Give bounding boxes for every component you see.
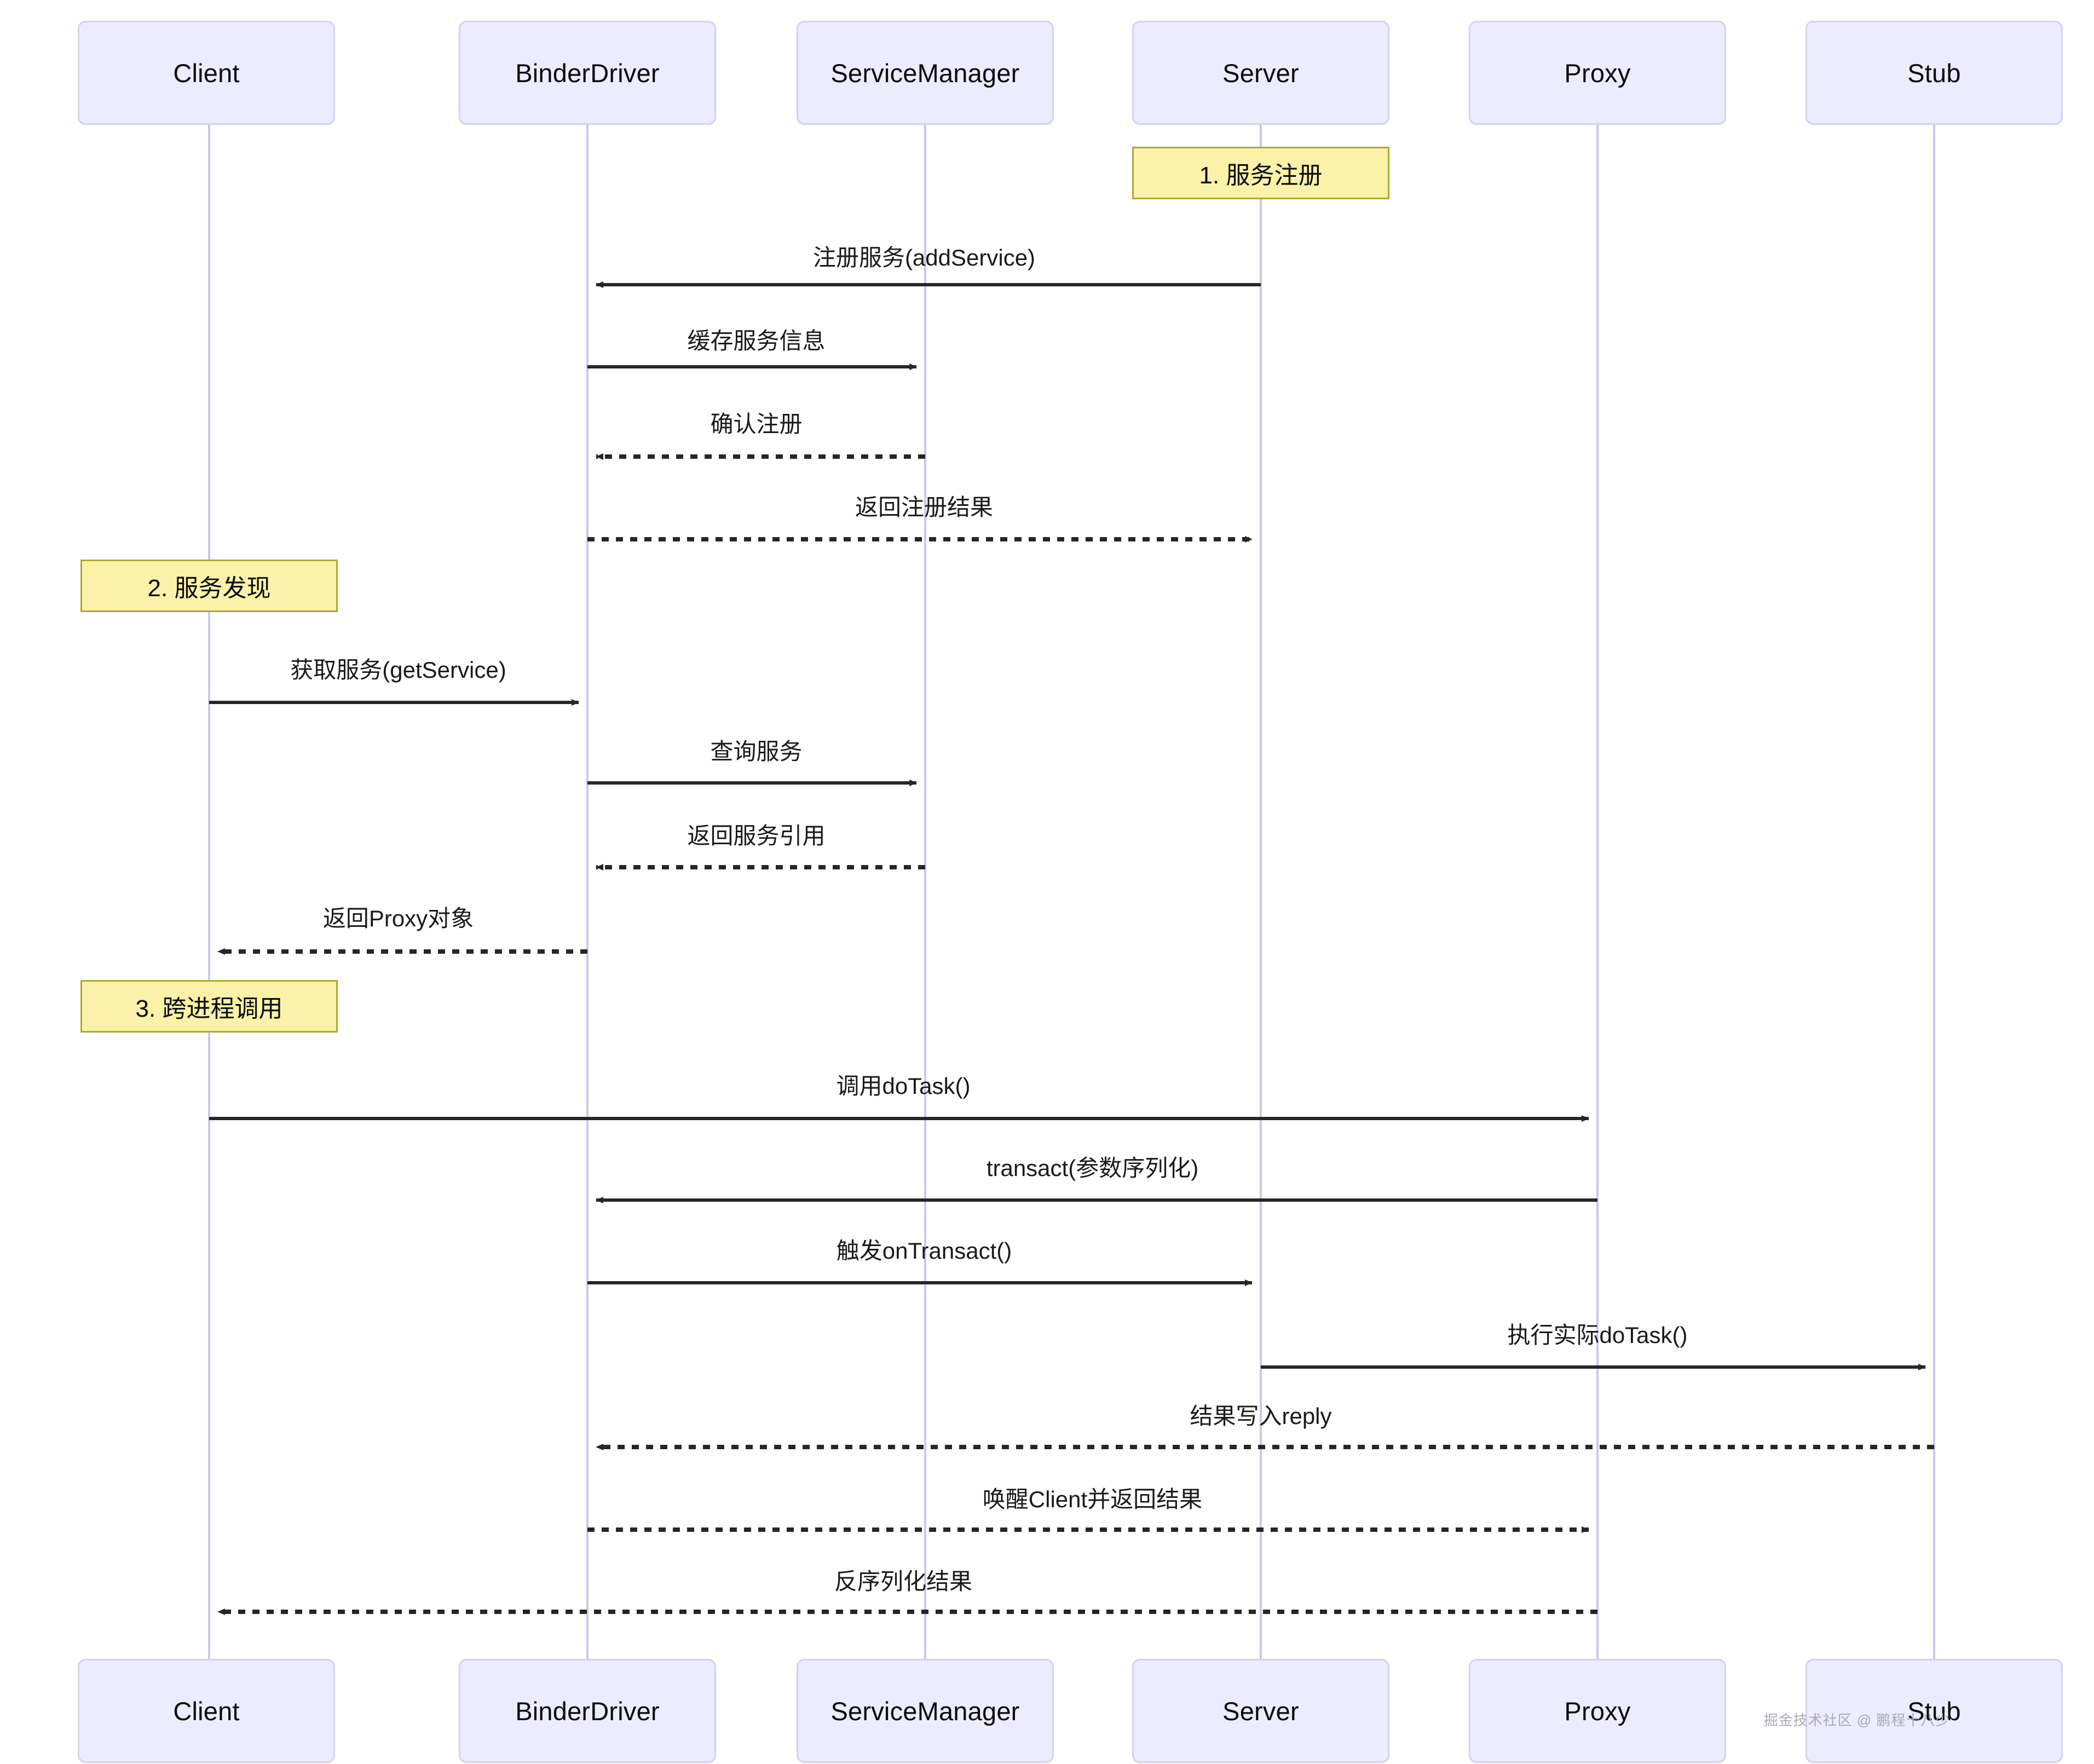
message-label-m6: 查询服务	[710, 739, 803, 764]
message-label-m13: 结果写入reply	[1190, 1403, 1332, 1429]
message-label-m2: 缓存服务信息	[687, 328, 826, 354]
note-label: 1. 服务注册	[1199, 162, 1323, 189]
participant-servicemanager-bottom[interactable]: ServiceManager	[797, 1659, 1054, 1763]
participant-proxy-bottom[interactable]: Proxy	[1469, 1659, 1726, 1763]
message-label-m15: 反序列化结果	[834, 1569, 973, 1594]
participant-servicemanager-top[interactable]: ServiceManager	[797, 21, 1054, 125]
note-label: 3. 跨进程调用	[135, 995, 283, 1022]
note-note-1[interactable]: 1. 服务注册	[1132, 147, 1389, 199]
participant-client-top[interactable]: Client	[78, 21, 335, 125]
participant-binderdriver-bottom[interactable]: BinderDriver	[459, 1659, 716, 1763]
participant-label: ServiceManager	[830, 1696, 1020, 1726]
participant-label: Server	[1222, 58, 1299, 88]
message-label-m12: 执行实际doTask()	[1507, 1322, 1688, 1348]
message-label-m8: 返回Proxy对象	[322, 906, 474, 931]
message-label-m14: 唤醒Client并返回结果	[982, 1486, 1203, 1512]
participant-label: Stub	[1907, 1696, 1961, 1726]
note-label: 2. 服务发现	[147, 575, 271, 602]
participant-label: Client	[173, 58, 240, 88]
message-label-m5: 获取服务(getService)	[290, 657, 506, 683]
participant-proxy-top[interactable]: Proxy	[1469, 21, 1726, 125]
participant-client-bottom[interactable]: Client	[78, 1659, 335, 1763]
message-label-m11: 触发onTransact()	[836, 1238, 1012, 1264]
participant-label: Proxy	[1564, 58, 1631, 88]
participant-server-top[interactable]: Server	[1132, 21, 1389, 125]
participant-label: Server	[1222, 1696, 1299, 1726]
note-note-3[interactable]: 3. 跨进程调用	[80, 980, 338, 1033]
participant-label: Proxy	[1564, 1696, 1631, 1726]
participant-label: BinderDriver	[515, 58, 660, 88]
participant-label: ServiceManager	[830, 58, 1020, 88]
message-label-m10: transact(参数序列化)	[986, 1155, 1199, 1181]
participant-label: Stub	[1907, 58, 1961, 88]
participant-stub-bottom[interactable]: Stub	[1805, 1659, 2063, 1763]
message-label-m3: 确认注册	[710, 411, 803, 437]
watermark-text: 掘金技术社区 @ 鹏程十八少	[1763, 1712, 1951, 1728]
participant-binderdriver-top[interactable]: BinderDriver	[459, 21, 716, 125]
participant-server-bottom[interactable]: Server	[1132, 1659, 1389, 1763]
participant-label: Client	[173, 1696, 240, 1726]
participant-label: BinderDriver	[515, 1696, 660, 1726]
message-label-m9: 调用doTask()	[836, 1073, 971, 1099]
participant-stub-top[interactable]: Stub	[1805, 21, 2063, 125]
message-label-m4: 返回注册结果	[855, 494, 994, 520]
message-label-m7: 返回服务引用	[687, 823, 826, 849]
message-label-m1: 注册服务(addService)	[812, 245, 1036, 270]
note-note-2[interactable]: 2. 服务发现	[80, 560, 338, 612]
